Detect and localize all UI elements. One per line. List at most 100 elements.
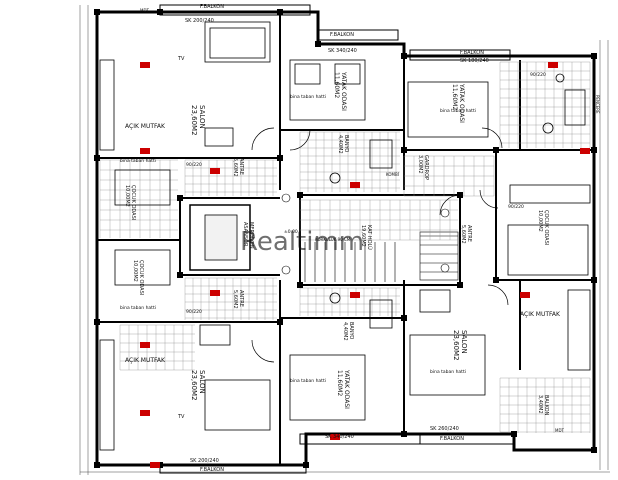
column (401, 53, 407, 59)
door-swings (251, 127, 509, 363)
column (94, 9, 100, 15)
room-salon-tl: SALON 23,60M2 (190, 105, 206, 136)
taban-hatti-1: bina taban hatti (290, 94, 326, 100)
svg-text:11,60M2: 11,60M2 (333, 72, 340, 98)
room-banyo-tl: BANYO 4,40M2 (337, 135, 349, 154)
svg-text:5,60M2: 5,60M2 (460, 225, 466, 244)
svg-text:10,00M2: 10,00M2 (132, 260, 138, 282)
room-antre-tl: ANTRE 5,60M2 (232, 158, 244, 177)
svg-text:23,60M2: 23,60M2 (452, 330, 460, 361)
svg-text:BALKON: BALKON (543, 395, 549, 416)
column (177, 195, 183, 201)
interior-walls (97, 12, 594, 465)
pencere-label: PENCERE (595, 95, 600, 114)
svg-text:5,60M2: 5,60M2 (232, 290, 238, 309)
svg-text:YATAK ODASI: YATAK ODASI (340, 71, 347, 111)
room-banyo-bl: BANYO 4,40M2 (342, 322, 354, 341)
watermark-text: Realtimm (240, 227, 364, 257)
column (591, 447, 597, 453)
column (94, 155, 100, 161)
column (493, 277, 499, 283)
room-yatak-tl: YATAK ODASI 11,60M2 (333, 71, 347, 111)
svg-text:3,00M2: 3,00M2 (417, 155, 423, 174)
column (94, 462, 100, 468)
elevator-shaft (189, 204, 251, 271)
svg-text:11,60M2: 11,60M2 (336, 370, 343, 396)
taban-hatti-5: bina taban hatti (120, 305, 156, 311)
window-marker (150, 462, 160, 468)
room-cocuk-r: ÇOCUK ODASI 10,00M2 (537, 210, 549, 245)
column (511, 431, 517, 437)
room-antre-bl: ANTRE 5,60M2 (232, 290, 244, 309)
column (277, 319, 283, 325)
svg-text:ANTRE: ANTRE (238, 158, 244, 175)
svg-text:5,60M2: 5,60M2 (232, 158, 238, 177)
column (94, 319, 100, 325)
column (401, 315, 407, 321)
column (591, 147, 597, 153)
taban-hatti-6: bina taban hatti (120, 158, 156, 164)
column (297, 192, 303, 198)
room-salon-bl: SALON 23,60M2 (190, 370, 206, 401)
svg-text:SALON: SALON (198, 105, 206, 129)
window-marker (580, 148, 590, 154)
column (297, 282, 303, 288)
window-marker (210, 168, 220, 174)
svg-text:ÇOCUK ODASI: ÇOCUK ODASI (543, 210, 549, 245)
svg-text:10,00M2: 10,00M2 (537, 210, 543, 232)
window-marker (330, 434, 340, 440)
sk-bottom-right-label: SK 260/240 (430, 426, 459, 432)
tv-label-2: TV (177, 414, 185, 420)
door-size-1: 90/220 (186, 162, 202, 168)
svg-text:10,00M2: 10,00M2 (124, 185, 130, 207)
room-cocuk-l2: ÇOCUK ODASI 10,00M2 (132, 260, 144, 295)
svg-text:GARDROP: GARDROP (423, 155, 429, 180)
taban-hatti-2: bina taban hatti (440, 108, 476, 114)
room-yatak-tr: YATAK ODASI 11,60M2 (451, 83, 465, 123)
axis-markers (281, 193, 450, 275)
balkon-top-label: F.BALKON (200, 4, 224, 10)
balkon-bottom-left-label: F.BALKON (200, 467, 224, 473)
svg-text:MERDİVEN: MERDİVEN (248, 222, 255, 249)
room-antre-r: ANTRE 5,60M2 (460, 225, 472, 244)
column (493, 147, 499, 153)
column (177, 272, 183, 278)
room-balkon-br: BALKON 3,40M2 (537, 395, 549, 416)
room-salon-br: SALON 23,60M2 (452, 330, 468, 361)
column (591, 53, 597, 59)
window-marker (520, 292, 530, 298)
door-size-3: 90/220 (508, 204, 524, 210)
room-acik-mutfak-tl: AÇIK MUTFAK (125, 123, 166, 130)
window-markers (140, 62, 590, 468)
balkon-bottom-right-label: F.BALKON (440, 436, 464, 442)
column (277, 9, 283, 15)
taban-hatti-4: bina taban hatti (290, 378, 326, 384)
svg-text:23,60M2: 23,60M2 (190, 105, 198, 136)
column (401, 147, 407, 153)
sk-bottom-left-label: SK 200/240 (190, 458, 219, 464)
korkuluk-label: KORKULUK 90 CM (315, 237, 351, 242)
door-size-2: 90/220 (186, 309, 202, 315)
room-cocuk-l1: ÇOCUK ODASI 10,00M2 (124, 185, 136, 220)
window-marker (140, 148, 150, 154)
svg-text:ASANSÖR: ASANSÖR (242, 222, 249, 247)
balkon-top-right-label: F.BALKON (460, 50, 484, 56)
column (303, 462, 309, 468)
svg-text:4,40M2: 4,40M2 (337, 135, 343, 154)
sk-top-mid-label: SK 340/240 (328, 48, 357, 54)
room-acik-mutfak-br: AÇIK MUTFAK (520, 311, 561, 318)
window-marker (140, 62, 150, 68)
sk-top-left-label: SK 200/240 (185, 18, 214, 24)
level-label: ±0.00 (284, 229, 298, 235)
window-marker (140, 410, 150, 416)
svg-text:SALON: SALON (460, 330, 468, 354)
svg-text:ÇOCUK ODASI: ÇOCUK ODASI (130, 185, 136, 220)
room-gardrop: GARDROP 3,00M2 (417, 155, 429, 180)
column (277, 155, 283, 161)
sk-top-right-label: SK 180/240 (460, 58, 489, 64)
svg-text:11,60M2: 11,60M2 (451, 84, 458, 110)
svg-text:KAT HOLÜ: KAT HOLÜ (366, 225, 373, 250)
window-marker (548, 62, 558, 68)
dimension-lines (79, 5, 610, 475)
